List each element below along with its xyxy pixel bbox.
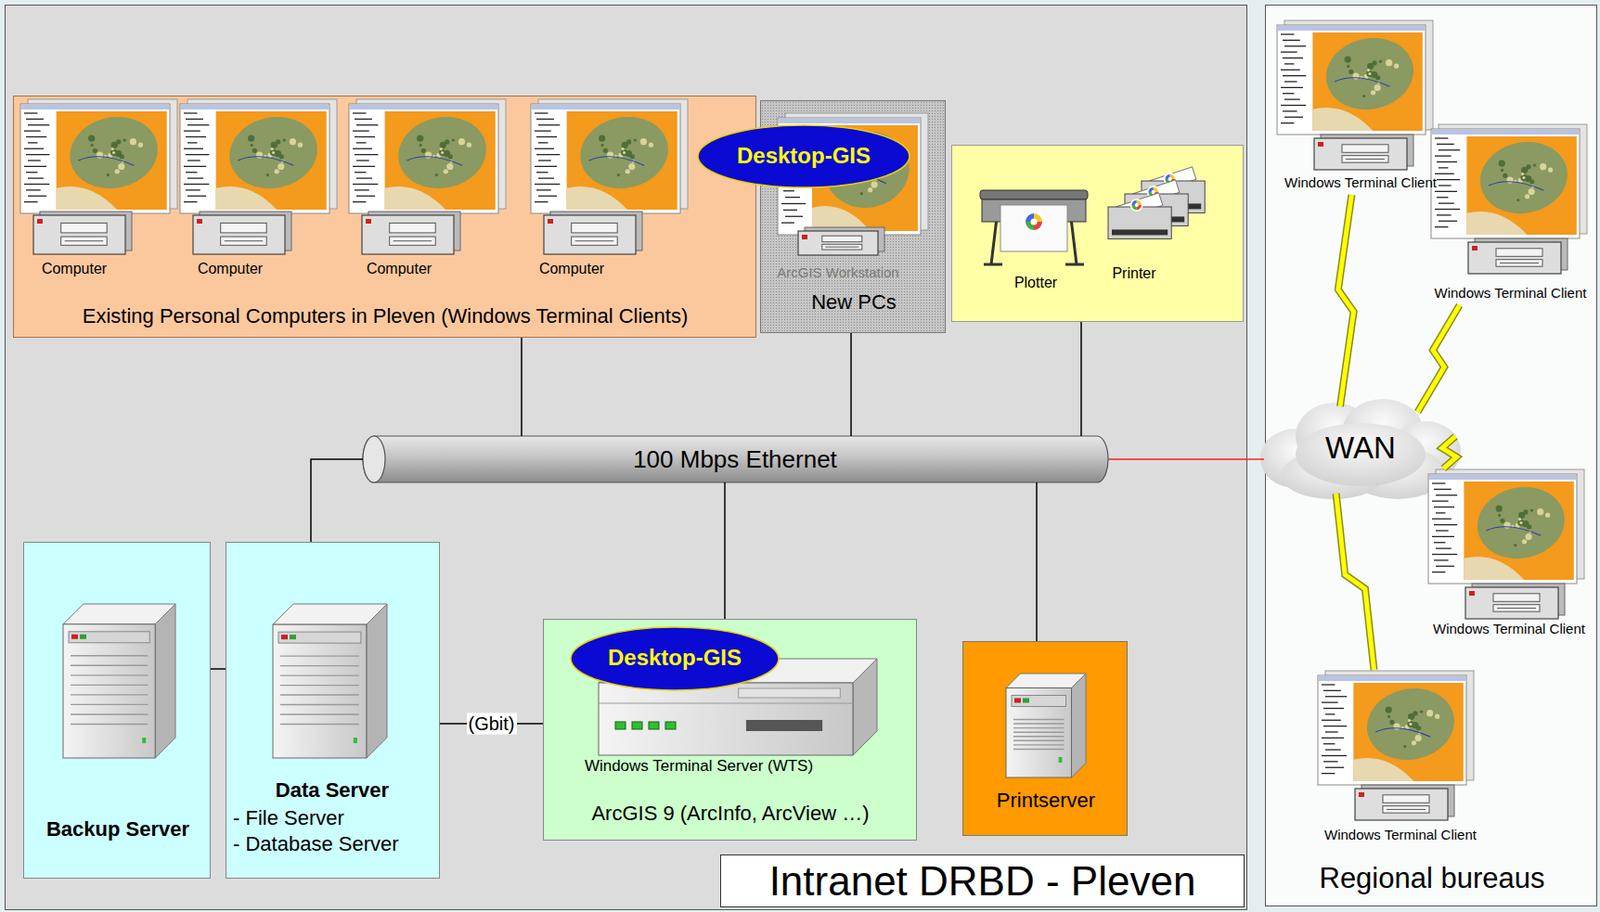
node-title: Backup Server [46,817,190,842]
terminal-client: Windows Terminal Client [1425,123,1596,306]
desktop-gis-ellipse: Desktop-GIS [569,626,780,692]
link-label: (Gbit) [466,713,517,736]
monitor-icon [20,99,178,214]
terminal-client-drawing [1425,123,1596,306]
computer-label: Computer [539,259,605,278]
monitor-icon [1277,20,1433,135]
tube-end [362,436,386,483]
pc-case-icon [543,211,643,255]
node-title: WAN [1325,429,1396,467]
desktop-gis-ellipse: Desktop-GIS [696,124,911,189]
network-cable [1080,322,1083,437]
server-tower-icon [63,604,176,759]
terminal-server-box: Desktop-GIS Windows Terminal Server (WTS)… [542,619,917,841]
node-text: - Database Server [232,832,400,857]
pc-case-icon [193,211,292,255]
wan-cloud: WAN [1258,393,1463,502]
cloud-shape [1260,399,1461,500]
pc-case-icon [798,227,885,256]
intranet-panel: Existing Personal Computers in Pleven (W… [4,4,1248,911]
pc-case-icon [1465,583,1565,620]
node-title: Windows Terminal Client [1284,174,1437,192]
ellipse-badge [570,627,779,691]
wan-link [1336,493,1375,671]
output-device-box-drawing [952,145,1243,322]
node-title: Regional bureaus [1318,861,1545,896]
node-text: Printer [1111,264,1156,283]
node-title: New PCs [811,290,897,315]
node-title: Existing Personal Computers in Pleven (W… [82,304,689,329]
server-tower-icon [272,604,388,759]
node-title: Printserver [996,788,1096,813]
monitor-icon [1428,469,1585,584]
server-tower-icon [1006,673,1086,778]
backup-server-box: Backup Server [23,541,211,879]
node-text: - File Server [232,806,345,831]
monitor-icon [1431,124,1588,239]
terminal-server-icon [598,658,878,756]
node-title: 100 Mbps Ethernet [632,445,838,475]
data-server-box: Data Server - File Server- Database Serve… [225,541,440,879]
computer-label: Computer [197,259,263,278]
terminal-client-drawing [1422,468,1596,642]
node-title: Windows Terminal Client [1434,284,1588,302]
workstation-label: ArcGIS Workstation [776,264,899,282]
pc-group-box-drawing [13,96,756,337]
node-title: Desktop-GIS [607,645,742,672]
lightning-outline [1336,493,1375,671]
wan-link [1418,305,1460,413]
node-title: Data Server [275,778,389,803]
terminal-client: Windows Terminal Client [1271,19,1450,195]
network-cable [310,459,363,542]
terminal-client-drawing [1271,19,1450,195]
wan-link [1442,436,1458,469]
monitor-icon [530,99,688,214]
node-title: Windows Terminal Client [1324,826,1477,844]
lightning-outline [1442,436,1458,469]
cable-tube [362,436,1109,483]
terminal-client: Windows Terminal Client [1312,670,1489,848]
node-title: Plotter [1014,273,1058,292]
network-cable [850,333,852,437]
new-pc-box: Desktop-GISNew PCsArcGIS Workstation [760,100,946,334]
pc-case-icon [1354,785,1455,821]
print-server-box: Printserver [962,641,1128,837]
wan-link [1338,194,1355,407]
monitor-icon [1317,670,1474,786]
plotter-icon [980,190,1088,265]
monitor-icon [348,99,506,214]
pc-group-box: Existing Personal Computers in Pleven (W… [12,95,757,338]
node-title: Windows Terminal Server (WTS) [584,757,813,776]
terminal-client-drawing [1312,670,1489,848]
lightning-outline [1418,305,1460,413]
regional-panel: WANWindows Terminal ClientWindows Termin… [1264,4,1598,907]
pc-case-icon [1314,134,1414,170]
terminal-client: Windows Terminal Client [1422,468,1596,642]
monitor-icon [777,113,929,235]
ethernet-bus: 100 Mbps Ethernet [362,436,1109,483]
pc-case-icon [1468,238,1568,274]
output-device-box: Plotter Printer [951,144,1244,323]
network-cable [520,337,523,437]
wan-uplink [1108,458,1265,461]
computer-label: Computer [41,259,107,278]
lightning-outline [1338,194,1355,407]
node-text: ArcGIS 9 (ArcInfo, ArcView …) [591,801,869,826]
computer-label: Computer [366,259,432,278]
pc-case-icon [361,211,461,255]
node-title: Desktop-GIS [736,142,871,170]
network-cable [723,482,726,620]
network-cable [210,668,226,671]
network-cable [1035,482,1038,642]
pc-case-icon [33,211,132,255]
ellipse-badge [697,125,910,188]
printer-icon [1108,167,1205,239]
monitor-icon [180,99,337,214]
node-title: Windows Terminal Client [1432,620,1586,638]
node-title: Intranet DRBD - Pleven [720,854,1245,908]
